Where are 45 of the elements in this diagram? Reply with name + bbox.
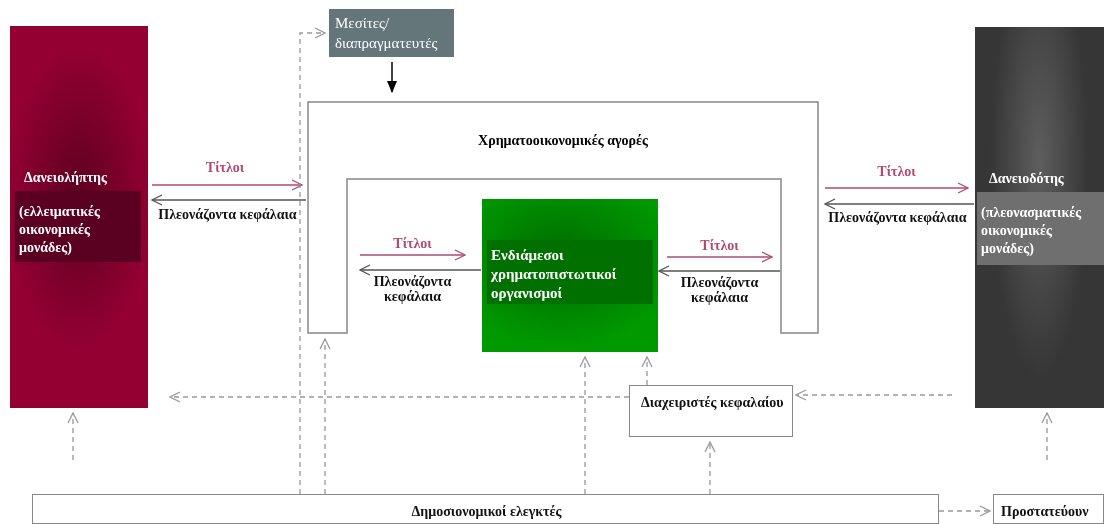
node-title: Δανειοδότης: [989, 170, 1065, 188]
dashed-arrow: [795, 389, 953, 401]
arrow: [151, 194, 307, 206]
arrow: [824, 198, 975, 210]
dashed-arrow: [1041, 412, 1053, 461]
node-title: Μεσίτες/ διαπραγματευτές: [335, 15, 438, 51]
dashed-arrow: [169, 391, 630, 403]
edge-label: Τίτλοι: [392, 236, 433, 251]
dashed-arrow: [641, 356, 653, 386]
edge-label: Τίτλοι: [204, 160, 246, 175]
dashed-arrow: [938, 505, 991, 517]
dashed-arrow: [319, 338, 331, 495]
edge-label: Τίτλοι: [876, 164, 917, 179]
node-subtitle: (πλεονασματικές οικονομικές μονάδες): [977, 192, 1104, 265]
arrow: [824, 182, 969, 194]
node-title: Χρηματοοικονομικές αγορές: [477, 132, 649, 150]
u-shaped-frame: [307, 101, 819, 334]
dashed-arrow: [67, 412, 79, 461]
node-title: Δημοσιονομικοί ελεγκτές: [410, 503, 563, 521]
node-title: Διαχειριστές κεφαλαίου: [641, 394, 785, 412]
arrow: [151, 179, 303, 191]
process-box: [629, 385, 793, 437]
entity-box: [10, 26, 148, 408]
node-subtitle: (ελλειματικές οικονομικές μονάδες): [15, 191, 141, 262]
dashed-arrow: [704, 441, 716, 495]
node-title: Ενδιάμεσοι χρηματοπιστωτικοί οργανισμοί: [487, 240, 653, 304]
edge-label: Πλεονάζοντα κεφάλαια: [679, 275, 760, 305]
edge-label: Πλεονάζοντα κεφάλαια: [372, 274, 453, 304]
dashed-arrow: [299, 27, 326, 495]
arrow: [658, 265, 781, 277]
process-box: [482, 199, 658, 352]
arrow: [359, 264, 482, 276]
dashed-arrow: [579, 356, 591, 495]
node-title: Προστατεύουν: [1001, 503, 1090, 521]
process-box: [993, 494, 1104, 524]
node-title: Δανειολήπτης: [24, 169, 108, 187]
process-box: [329, 9, 454, 57]
edge-label: Τίτλοι: [699, 238, 740, 253]
entity-box: [975, 27, 1104, 408]
edge-label: Πλεονάζοντα κεφάλαια: [827, 210, 968, 225]
arrow: [359, 249, 466, 261]
arrow: [387, 61, 397, 93]
arrow: [666, 251, 773, 263]
process-box: [32, 494, 939, 524]
edge-label: Πλεονάζοντα κεφάλαια: [157, 207, 298, 222]
